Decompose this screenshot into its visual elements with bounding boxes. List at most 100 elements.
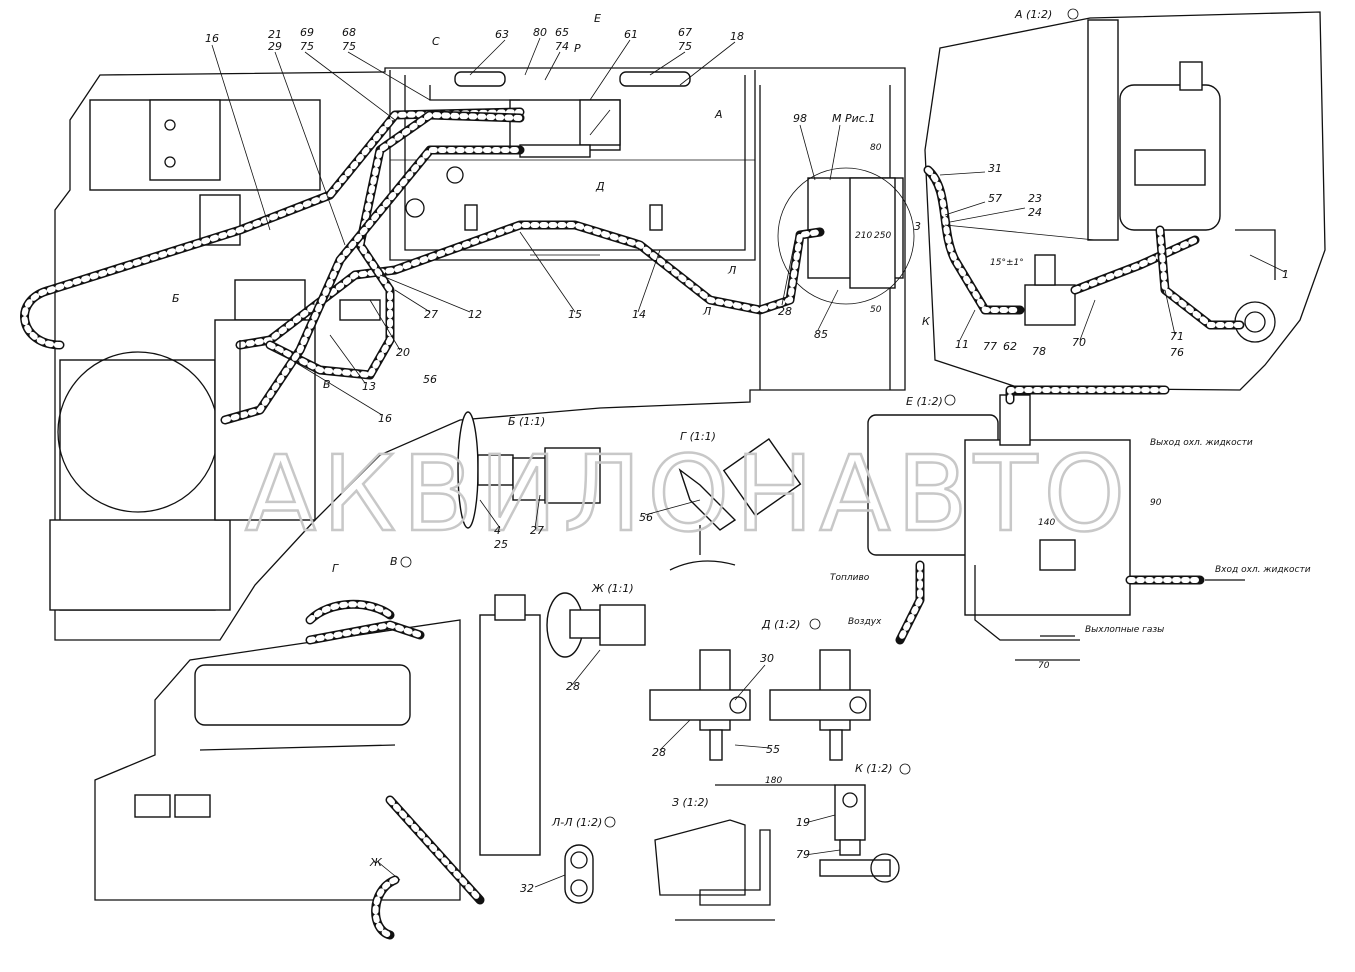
view-zh — [546, 592, 646, 658]
callout: Б — [172, 292, 180, 305]
callout: 28 — [778, 305, 792, 318]
callout: 18 — [730, 30, 744, 43]
main-cab-view — [20, 67, 915, 641]
callout: 57 — [988, 192, 1002, 205]
view-d — [649, 649, 871, 786]
callout: 20 — [396, 346, 410, 359]
watermark: АКВИЛОНАВТО — [245, 433, 1131, 555]
dim-140: 140 — [1038, 518, 1055, 528]
callout: 19 — [796, 816, 810, 829]
callout: 1 — [1282, 268, 1289, 281]
callout: 76 — [1170, 346, 1184, 359]
callout: 63 — [495, 28, 509, 41]
view-v — [94, 594, 541, 940]
dim-210: 210 — [855, 231, 872, 241]
callout: 29 — [268, 40, 282, 53]
flow-exhaust: Выхлопные газы — [1085, 625, 1164, 635]
callout: 25 — [494, 538, 508, 551]
callout: 56 — [423, 373, 437, 386]
callout: 12 — [468, 308, 482, 321]
callout: 15 — [568, 308, 582, 321]
callout: 11 — [955, 338, 969, 351]
dim-70: 70 — [1038, 661, 1050, 671]
callout: 28 — [652, 746, 666, 759]
leader-lines — [211, 37, 1286, 888]
callout: 74 — [555, 40, 569, 53]
callout: 61 — [624, 28, 638, 41]
view-k — [819, 784, 900, 883]
callout: 69 — [300, 26, 314, 39]
callout: 24 — [1028, 206, 1042, 219]
view-g — [669, 438, 802, 571]
callout: Л — [702, 305, 711, 318]
callout: 27 — [530, 524, 544, 537]
callout: А — [714, 108, 723, 121]
callout: 70 — [1072, 336, 1086, 349]
flow-coolant-in: Вход охл. жидкости — [1215, 565, 1311, 575]
callout: 62 — [1003, 340, 1017, 353]
view-title-k: К (1:2) — [855, 762, 893, 775]
view-title-z: З (1:2) — [672, 796, 709, 809]
callout: 16 — [378, 412, 392, 425]
callout: 71 — [1170, 330, 1184, 343]
callout: 78 — [1032, 345, 1046, 358]
callout: 98 — [793, 112, 807, 125]
view-z — [654, 819, 775, 921]
dim-90: 90 — [1150, 498, 1162, 508]
callout: 75 — [678, 40, 692, 53]
callout: 68 — [342, 26, 356, 39]
callout: 30 — [760, 652, 774, 665]
callout: С — [432, 35, 440, 48]
callout: 32 — [520, 882, 534, 895]
callout: К — [922, 315, 931, 328]
callout: 85 — [814, 328, 828, 341]
flow-coolant-out: Выход охл. жидкости — [1150, 438, 1253, 448]
callouts: 16 21 29 69 75 68 75 С 63 80 65 74 Е Р 6… — [172, 12, 1289, 895]
view-title-e: Е (1:2) — [906, 395, 943, 408]
callout: 13 — [362, 380, 376, 393]
callout: В — [323, 378, 331, 391]
callout: 16 — [205, 32, 219, 45]
view-title-l-l: Л-Л (1:2) — [551, 816, 602, 829]
dim-80: 80 — [870, 143, 882, 153]
view-title-v: В — [390, 555, 398, 568]
flow-fuel: Топливо — [830, 573, 870, 583]
dim-50: 50 — [870, 305, 882, 315]
callout: 4 — [494, 524, 501, 537]
view-title-g: Г (1:1) — [680, 430, 716, 443]
view-title-a: А (1:2) — [1014, 8, 1052, 21]
callout: 75 — [300, 40, 314, 53]
view-l-l — [564, 844, 594, 904]
callout: Г — [332, 562, 339, 575]
callout: Ж — [369, 856, 383, 869]
callout: 23 — [1028, 192, 1042, 205]
callout: 56 — [639, 511, 653, 524]
view-title-d: Д (1:2) — [761, 618, 800, 631]
view-title-zh: Ж (1:1) — [591, 582, 634, 595]
callout: 79 — [796, 848, 810, 861]
callout: Л — [727, 264, 736, 277]
callout: 75 — [342, 40, 356, 53]
view-title-m: М Рис.1 — [832, 112, 875, 125]
callout: 28 — [566, 680, 580, 693]
callout: 27 — [424, 308, 438, 321]
callout: Е — [594, 12, 601, 25]
callout: 65 — [555, 26, 569, 39]
callout: 21 — [268, 28, 282, 41]
view-b — [457, 411, 601, 529]
callout: 14 — [632, 308, 646, 321]
callout: Д — [595, 180, 605, 193]
callout: 3 — [914, 220, 921, 233]
view-title-b: Б (1:1) — [508, 415, 545, 428]
callout: Р — [574, 42, 581, 55]
dim-180: 180 — [765, 776, 782, 786]
callout: 55 — [766, 743, 780, 756]
dim-250: 250 — [874, 231, 891, 241]
callout: 31 — [988, 162, 1002, 175]
dim-angle: 15°±1° — [990, 258, 1024, 268]
callout: 77 — [983, 340, 997, 353]
callout: 67 — [678, 26, 692, 39]
view-e — [867, 385, 1245, 661]
flow-air: Воздух — [848, 617, 882, 627]
